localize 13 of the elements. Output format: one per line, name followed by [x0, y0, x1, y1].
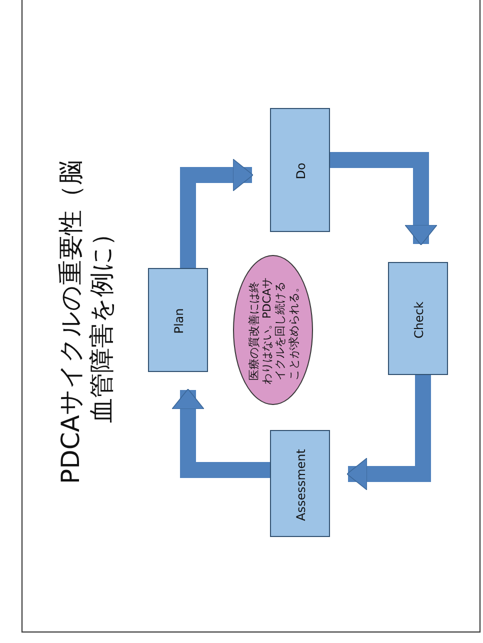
step-label: Check: [412, 300, 426, 340]
step-label: Assessment: [294, 448, 308, 523]
bent-arrow: [346, 375, 431, 490]
process-box: [270, 430, 330, 537]
note-text: 医療の質改善には終わりはない。PDCAサイクルを回し続けることが求められる。: [248, 277, 300, 385]
step-label: Do: [294, 162, 308, 182]
bent-arrow: [180, 158, 254, 268]
bent-arrow: [330, 152, 438, 246]
process-box: [148, 268, 208, 372]
process-box: [270, 108, 330, 232]
slide-title: PDCAサイクルの重要性（脳血管障害を例に）: [54, 159, 117, 486]
process-box: [388, 262, 448, 375]
step-label: Plan: [172, 307, 186, 336]
